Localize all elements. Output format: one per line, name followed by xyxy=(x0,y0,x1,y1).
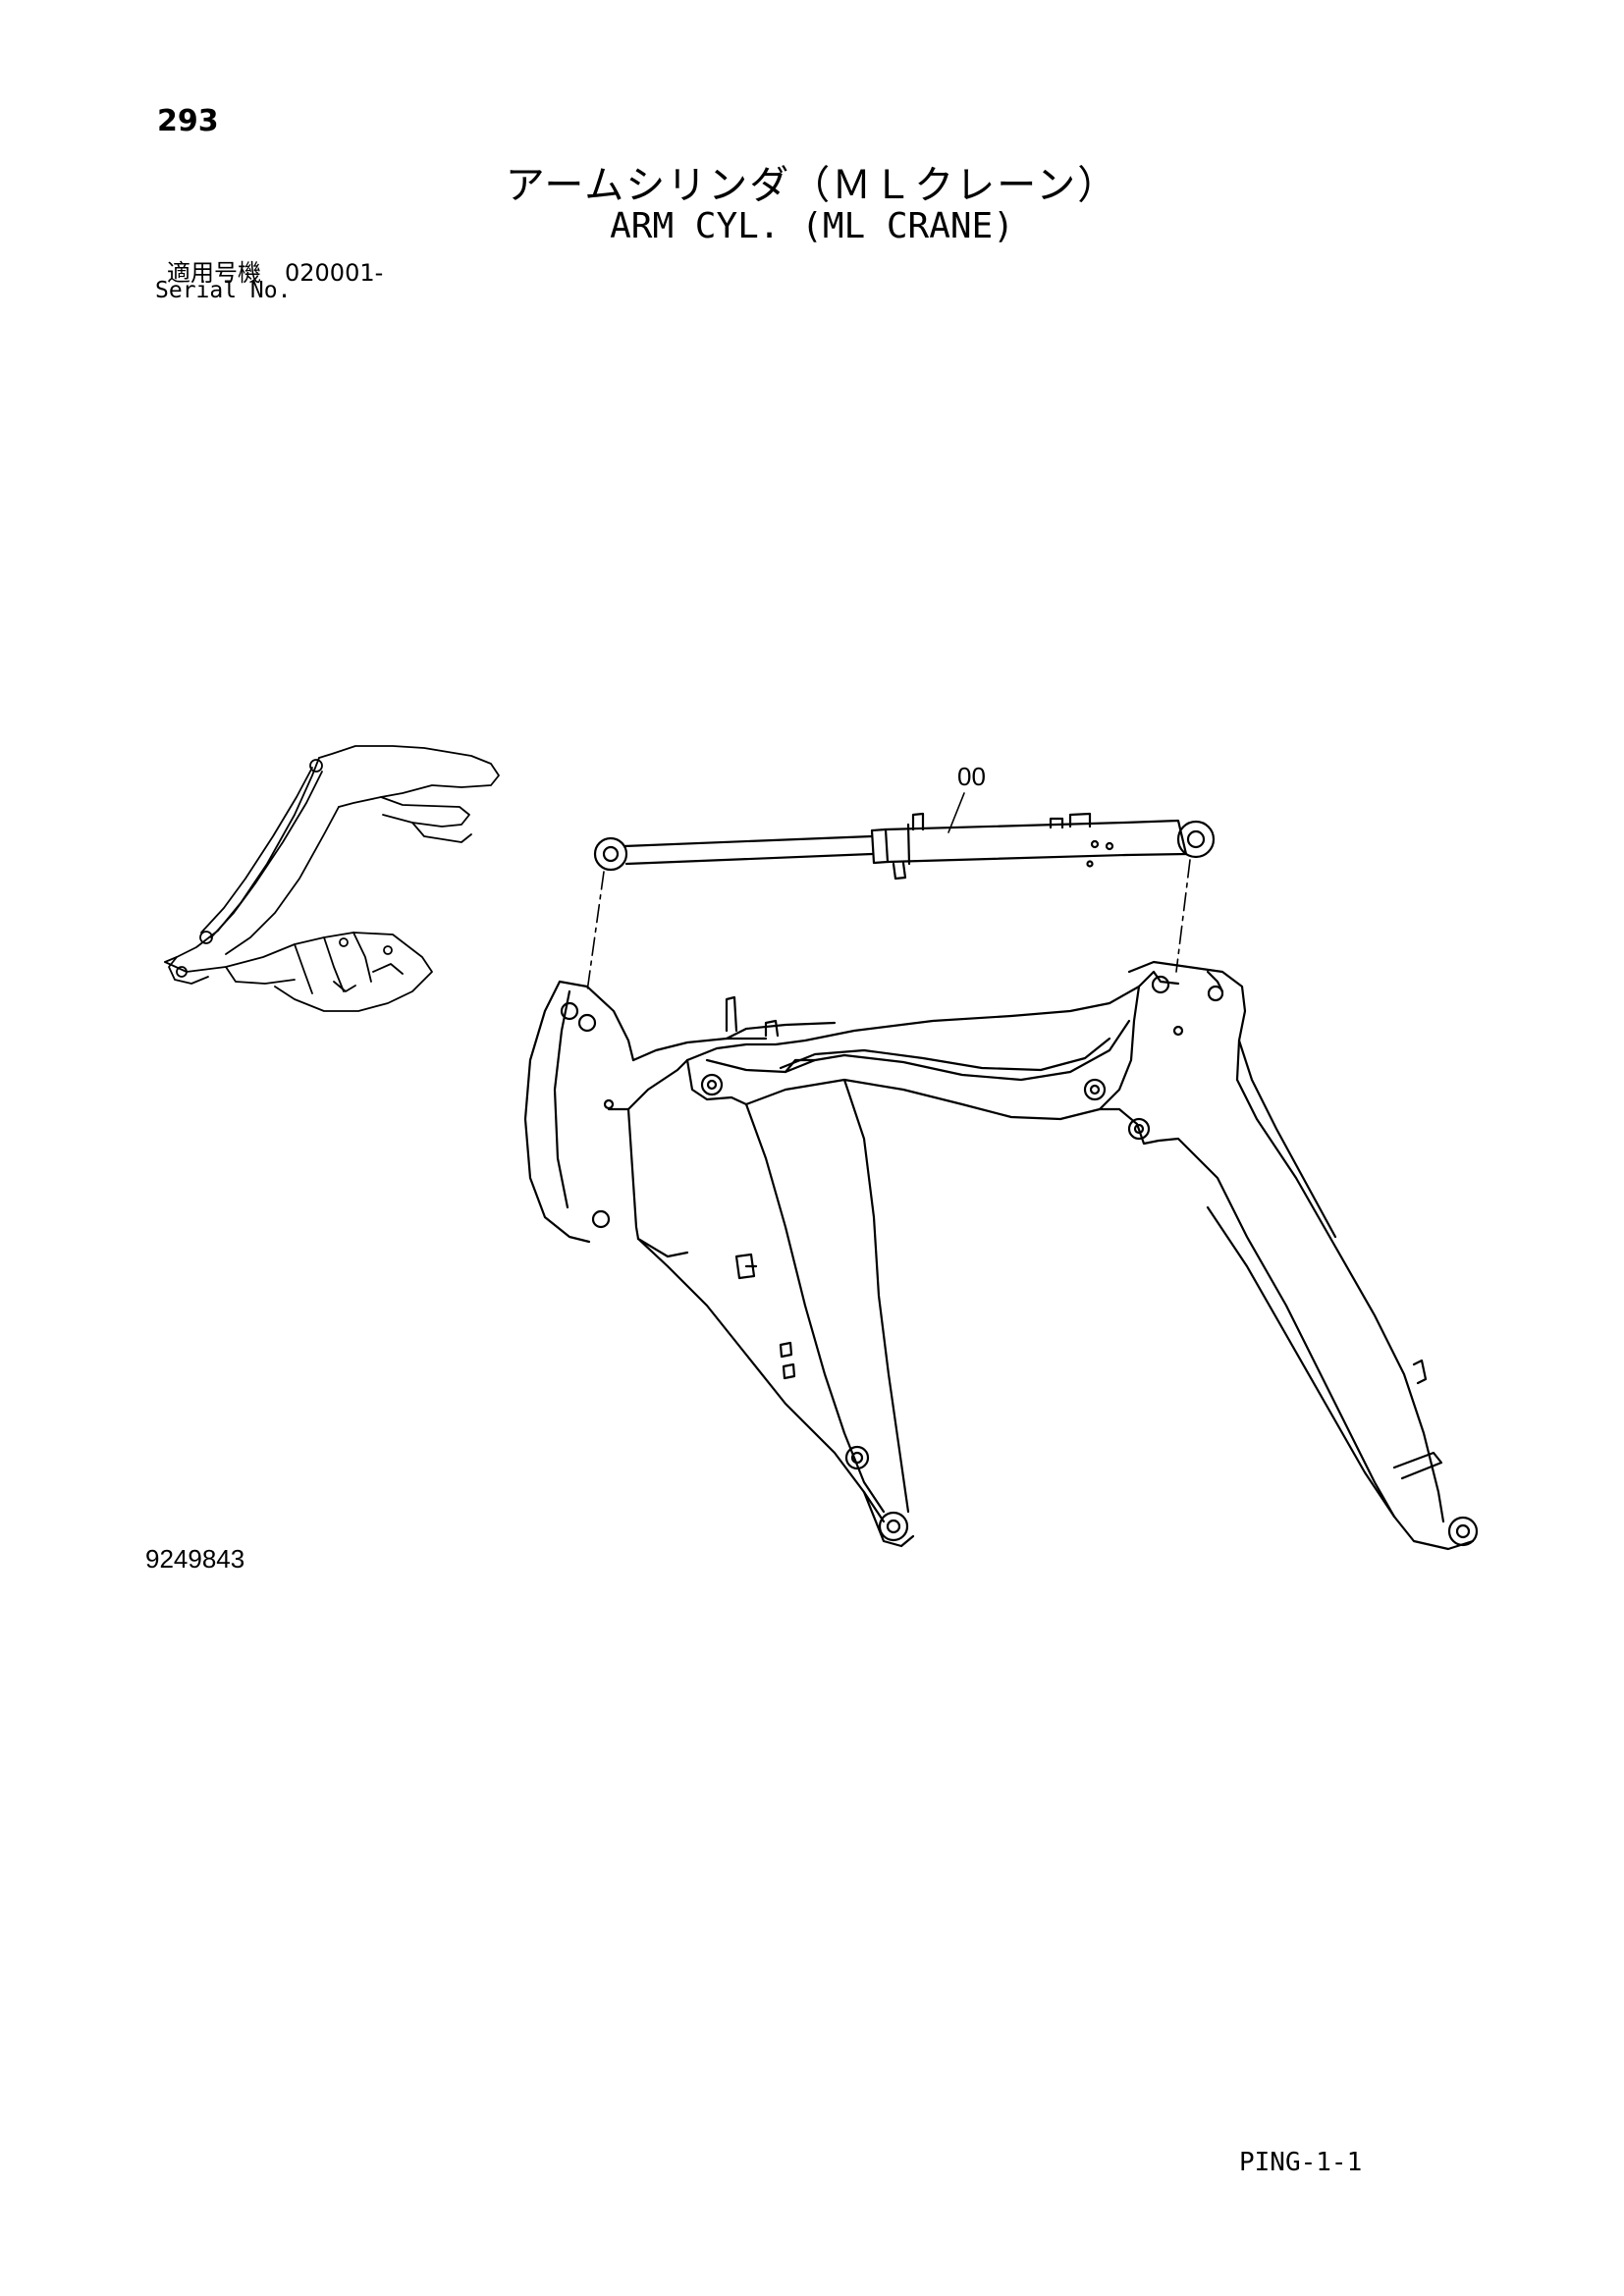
page-title-japanese: アームシリンダ（ＭＬクレーン） xyxy=(505,163,1119,208)
serial-label-japanese: 適用号機 020001- xyxy=(167,259,384,287)
arm-cylinder-drawing: 00 xyxy=(593,762,1216,881)
alignment-lines xyxy=(586,859,1191,992)
callout-00-label: 00 xyxy=(957,762,986,791)
inset-overview-drawing xyxy=(164,745,500,1012)
page-code: PING-1-1 xyxy=(1239,2148,1363,2177)
drawing-number: 9249843 xyxy=(145,1544,245,1574)
arm-structure-drawing xyxy=(523,960,1479,1551)
page-title-english: ARM CYL. (ML CRANE) xyxy=(610,206,1014,246)
serial-label-english: Serial No. xyxy=(155,278,292,303)
page-number: 293 xyxy=(157,104,219,138)
